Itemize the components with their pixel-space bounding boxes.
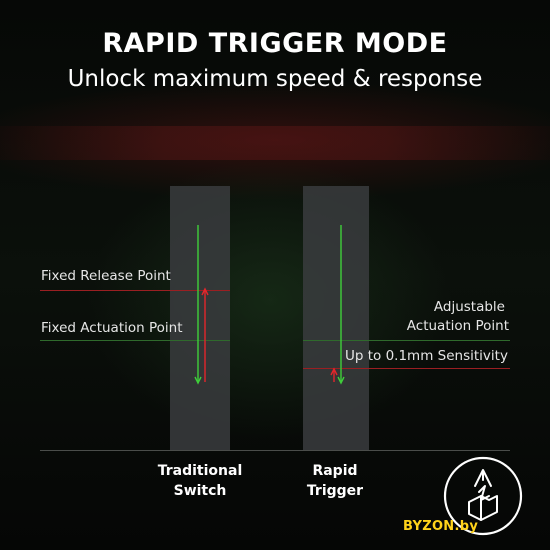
- rapid-press-arrow: [337, 225, 345, 385]
- hand-press-key-icon: [443, 456, 523, 536]
- traditional-switch-label: Traditional Switch: [157, 463, 243, 499]
- sensitivity-line: [303, 368, 510, 369]
- diagram-baseline: [40, 450, 510, 451]
- watermark: BYZON.by: [403, 519, 479, 534]
- rapid-trigger-label: Rapid Trigger: [306, 463, 364, 499]
- fixed-release-label: Fixed Release Point: [41, 268, 171, 284]
- fixed-actuation-label: Fixed Actuation Point: [41, 320, 183, 336]
- adjustable-label-line2: Actuation Point: [406, 318, 509, 334]
- page-title: RAPID TRIGGER MODE: [102, 28, 448, 59]
- background-band: [0, 126, 550, 160]
- traditional-switch-column: [170, 186, 230, 450]
- rapid-trigger-column: [303, 186, 369, 450]
- adjustable-label-line1: Adjustable: [433, 299, 505, 315]
- rapid-release-arrow: [330, 367, 338, 382]
- sensitivity-label: Up to 0.1mm Sensitivity: [345, 348, 508, 364]
- traditional-release-arrow: [201, 287, 209, 382]
- fixed-actuation-line: [40, 340, 230, 341]
- adjustable-actuation-line: [303, 340, 510, 341]
- traditional-press-arrow: [194, 225, 202, 385]
- page-subtitle: Unlock maximum speed & response: [67, 66, 483, 92]
- fixed-release-line: [40, 290, 230, 291]
